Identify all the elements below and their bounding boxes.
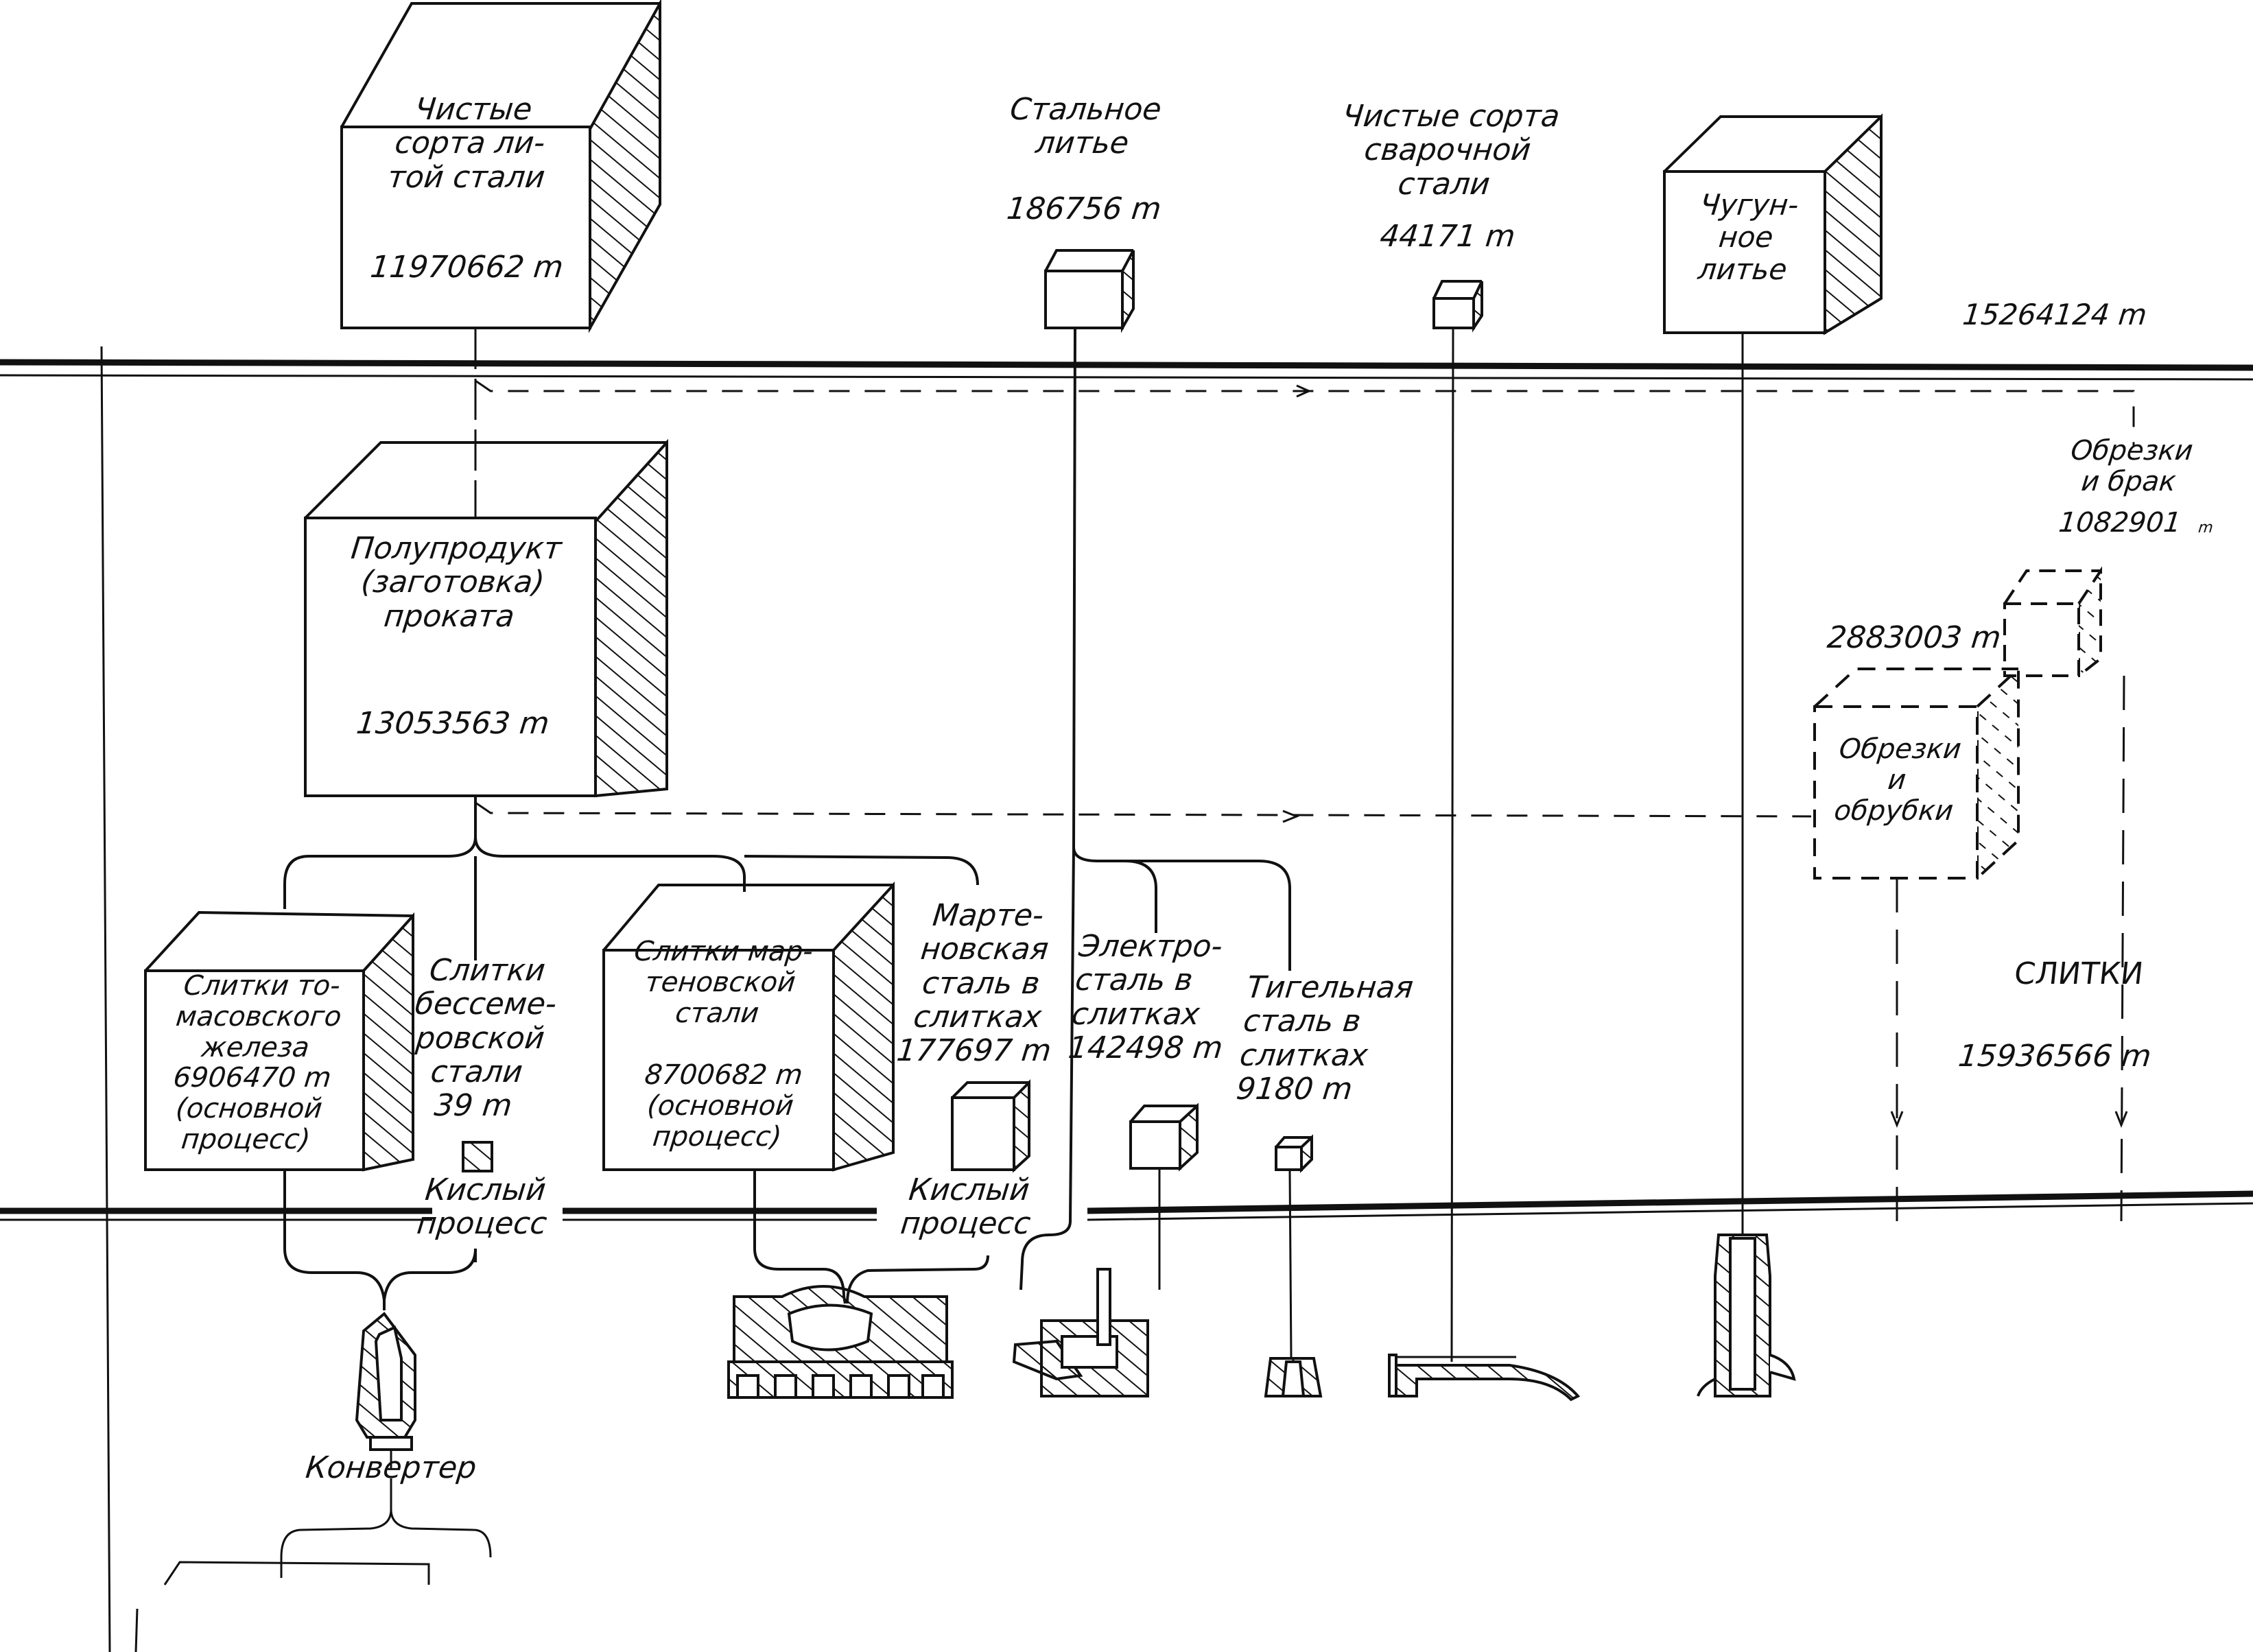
- label-thomas-ingots: Слитки то- масовского железа 6906470 m (…: [172, 970, 343, 1155]
- box-crucible-steel: [1275, 1134, 1313, 1173]
- label-crops: Обрезки и обрубки: [1832, 733, 1963, 827]
- box-steel-castings: [1044, 249, 1135, 333]
- value-welded-steel: 44171 m: [1378, 219, 1518, 254]
- box-crops: [1813, 665, 2020, 882]
- upper-level-line: [0, 359, 2253, 381]
- cupola-drawing: [1697, 1234, 1796, 1397]
- converter-drawing: [134, 1312, 492, 1652]
- value-crops: 2883003 m: [1825, 620, 2003, 655]
- box-scrap-reject: [2003, 566, 2102, 679]
- label-welded-steel: Чистые сорта сварочной стали: [1341, 99, 1561, 202]
- value-total-top: 15264124 m: [1961, 298, 2149, 331]
- value-cast-steel: 11970662 m: [368, 250, 565, 285]
- electric-furnace-drawing: [1012, 1268, 1149, 1397]
- left-border-line: [100, 346, 111, 1652]
- label-converter: Конвертер: [304, 1450, 478, 1485]
- label-bessemer-process: Кислый процесс: [415, 1172, 549, 1242]
- open-hearth-furnace-drawing: [727, 1285, 954, 1399]
- value-steel-castings: 186756 m: [1004, 191, 1164, 226]
- label-semi-product: Полупродукт (заготовка) проката: [349, 531, 564, 634]
- lower-level-line: [0, 1190, 2253, 1221]
- box-cast-steel: [340, 0, 661, 333]
- label-cast-steel: Чистые сорта ли- той стали: [386, 92, 547, 195]
- value-scrap-reject: 1082901: [2057, 507, 2183, 539]
- label-open-hearth-basic: Слитки мар- теновской стали: [633, 936, 815, 1029]
- label-scrap-reject: Обрезки и брак: [2069, 435, 2195, 497]
- crucible-drawing: [1264, 1357, 1323, 1397]
- box-iron-castings: [1663, 113, 1883, 335]
- box-bessemer: [462, 1141, 493, 1172]
- value-ingots-total: 15936566 m: [1956, 1039, 2154, 1074]
- box-semi-product: [304, 438, 668, 798]
- box-electric-steel: [1129, 1102, 1199, 1172]
- box-open-hearth-acid: [951, 1079, 1030, 1173]
- label-iron-castings: Чугун- ное литье: [1696, 188, 1801, 287]
- box-welded-steel: [1432, 280, 1483, 333]
- label-open-hearth-acid: Марте- новская сталь в слитках 177697 m: [895, 898, 1053, 1069]
- label-bessemer-ingots: Слитки бессеме- ровской стали 39 m: [413, 953, 558, 1124]
- box-open-hearth-basic: [602, 881, 895, 1172]
- value-open-hearth-basic: 8700682 m (основной процесс): [643, 1059, 805, 1153]
- label-open-hearth-acid-process: Кислый процесс: [899, 1172, 1033, 1242]
- label-steel-castings: Стальное литье: [1008, 92, 1164, 161]
- label-crucible-steel: Тигельная сталь в слитках 9180 m: [1234, 970, 1415, 1107]
- puddling-furnace-drawing: [1388, 1354, 1581, 1402]
- label-electric-steel: Электро- сталь в слитках 142498 m: [1066, 929, 1225, 1065]
- box-thomas-ingots: [144, 910, 414, 1172]
- label-ingots-total: СЛИТКИ: [2012, 956, 2145, 991]
- value-semi-product: 13053563 m: [354, 706, 552, 741]
- unit-scrap-reject: m: [2197, 519, 2215, 536]
